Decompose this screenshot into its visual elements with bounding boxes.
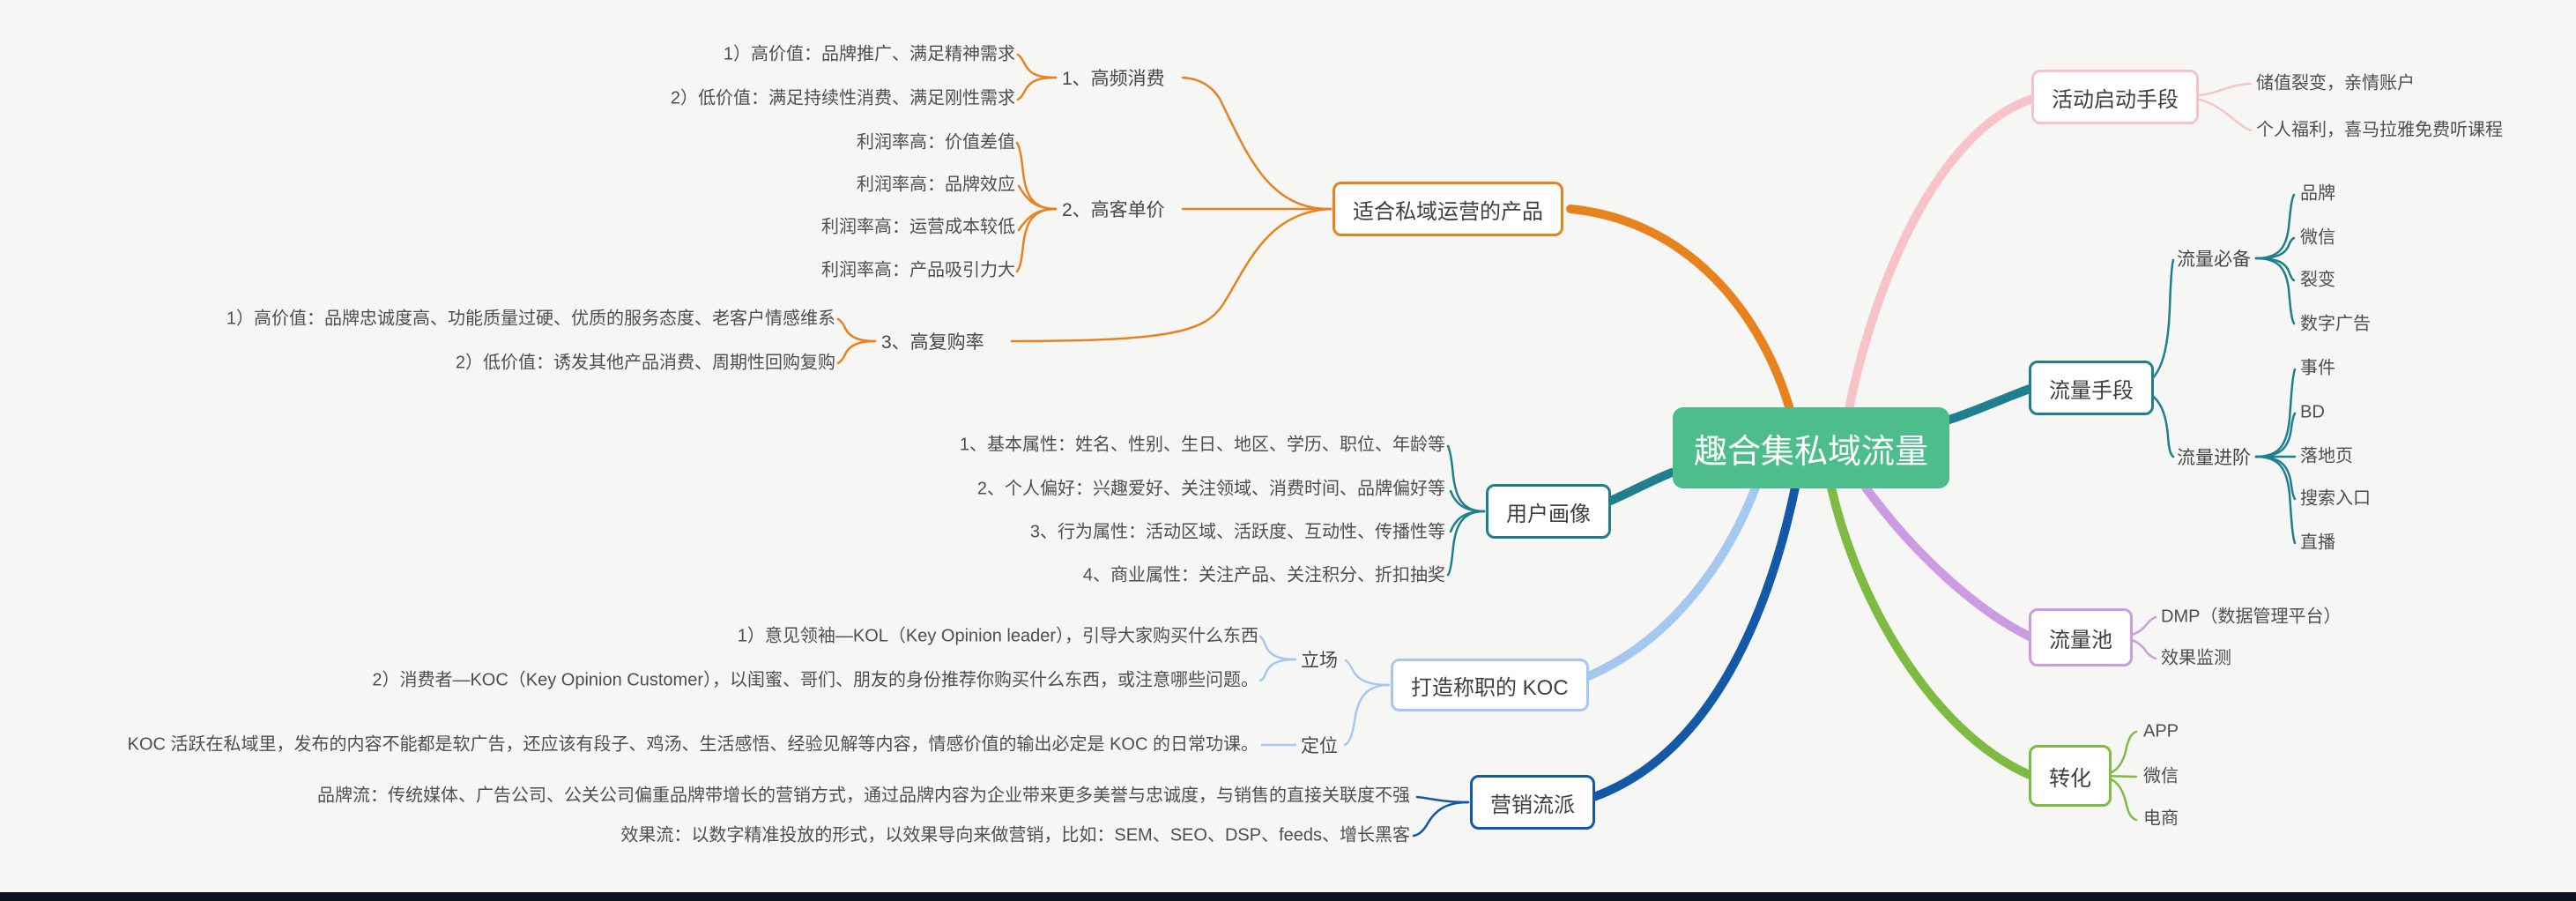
topic-activity[interactable]: 活动启动手段: [2031, 70, 2199, 124]
product-sub-highprice[interactable]: 2、高客单价: [1062, 200, 1165, 220]
link-central-pool: [1861, 483, 2034, 641]
topic-persona[interactable]: 用户画像: [1486, 484, 1611, 539]
koc-sub-position[interactable]: 定位: [1301, 736, 1338, 756]
product-sub-highfreq[interactable]: 1、高频消费: [1062, 69, 1165, 89]
product-leaf-rebuy-low[interactable]: 2）低价值：诱发其他产品消费、周期性回购复购: [455, 353, 835, 373]
koc-sub-stance[interactable]: 立场: [1301, 651, 1338, 671]
product-leaf-profit-attract[interactable]: 利润率高：产品吸引力大: [821, 260, 1015, 280]
topic-conversion[interactable]: 转化: [2029, 745, 2112, 807]
persona-leaf-behavior[interactable]: 3、行为属性：活动区域、活跃度、互动性、传播性等: [1029, 522, 1445, 542]
topic-traffic[interactable]: 流量手段: [2029, 361, 2154, 415]
persona-leaf-basic[interactable]: 1、基本属性：姓名、性别、生日、地区、学历、职位、年龄等: [959, 435, 1445, 455]
link-central-koc: [1563, 483, 1760, 689]
koc-leaf-koc[interactable]: 2）消费者—KOC（Key Opinion Customer），以闺蜜、哥们、朋…: [372, 670, 1258, 690]
product-leaf-lowvalue-consume[interactable]: 2）低价值：满足持续性消费、满足刚性需求: [670, 88, 1015, 108]
traffic-leaf-wechat[interactable]: 微信: [2300, 227, 2335, 248]
persona-leaf-business[interactable]: 4、商业属性：关注产品、关注积分、折扣抽奖: [1082, 565, 1445, 585]
product-sub-rebuy[interactable]: 3、高复购率: [881, 332, 984, 353]
persona-leaf-preference[interactable]: 2、个人偏好：兴趣爱好、关注领域、消费时间、品牌偏好等: [976, 479, 1445, 499]
traffic-sub-essential[interactable]: 流量必备: [2177, 249, 2251, 270]
conversion-leaf-ecommerce[interactable]: 电商: [2143, 808, 2179, 829]
pool-leaf-monitor[interactable]: 效果监测: [2161, 648, 2231, 668]
traffic-leaf-live[interactable]: 直播: [2300, 532, 2335, 553]
connectors-persona: [1446, 444, 1486, 577]
connectors-marketing: [1412, 795, 1470, 838]
topic-product[interactable]: 适合私域运营的产品: [1333, 182, 1563, 236]
topic-marketing[interactable]: 营销流派: [1470, 775, 1595, 830]
link-central-activity: [1845, 94, 2037, 413]
koc-leaf-kol[interactable]: 1）意见领袖—KOL（Key Opinion leader），引导大家购买什么东…: [737, 626, 1258, 646]
traffic-leaf-search[interactable]: 搜索入口: [2300, 488, 2371, 509]
koc-leaf-daily[interactable]: KOC 活跃在私域里，发布的内容不能都是软广告，还应该有段子、鸡汤、生活感悟、经…: [127, 734, 1258, 755]
connectors-koc: [1258, 635, 1391, 747]
traffic-leaf-event[interactable]: 事件: [2300, 358, 2335, 378]
product-leaf-profit-diff[interactable]: 利润率高：价值差值: [857, 132, 1015, 153]
topic-koc[interactable]: 打造称职的 KOC: [1391, 659, 1589, 711]
marketing-leaf-brand[interactable]: 品牌流：传统媒体、广告公司、公关公司偏重品牌带增长的营销方式，通过品牌内容为企业…: [317, 786, 1410, 806]
product-leaf-highvalue-promo[interactable]: 1）高价值：品牌推广、满足精神需求: [723, 44, 1015, 64]
conversion-leaf-app[interactable]: APP: [2143, 721, 2179, 741]
connectors-product: [836, 53, 1333, 365]
topic-pool[interactable]: 流量池: [2029, 608, 2133, 666]
link-central-conversion: [1827, 483, 2034, 779]
traffic-leaf-digital-ad[interactable]: 数字广告: [2300, 314, 2371, 334]
pool-leaf-dmp[interactable]: DMP（数据管理平台）: [2161, 607, 2342, 627]
marketing-leaf-effect[interactable]: 效果流：以数字精准投放的形式，以效果导向来做营销，比如：SEM、SEO、DSP、…: [620, 825, 1410, 845]
traffic-leaf-fission[interactable]: 裂变: [2300, 270, 2335, 290]
product-leaf-profit-brand[interactable]: 利润率高：品牌效应: [857, 175, 1015, 195]
link-central-marketing: [1576, 483, 1800, 806]
traffic-leaf-brand[interactable]: 品牌: [2300, 183, 2335, 204]
link-central-product: [1566, 205, 1795, 417]
central-topic[interactable]: 趣合集私域流量: [1673, 407, 1950, 488]
product-leaf-profit-cost[interactable]: 利润率高：运营成本较低: [821, 217, 1015, 237]
traffic-sub-advanced[interactable]: 流量进阶: [2177, 448, 2251, 468]
conversion-leaf-wechat[interactable]: 微信: [2143, 766, 2179, 786]
activity-leaf-welfare[interactable]: 个人福利，喜马拉雅免费听课程: [2256, 120, 2503, 140]
traffic-leaf-bd[interactable]: BD: [2300, 402, 2325, 422]
bottom-bar: [0, 892, 2576, 901]
product-leaf-rebuy-high[interactable]: 1）高价值：品牌忠诚度高、功能质量过硬、优质的服务态度、老客户情感维系: [226, 309, 835, 329]
traffic-leaf-landing[interactable]: 落地页: [2300, 446, 2353, 466]
activity-leaf-stored-value[interactable]: 储值裂变，亲情账户: [2256, 73, 2415, 93]
